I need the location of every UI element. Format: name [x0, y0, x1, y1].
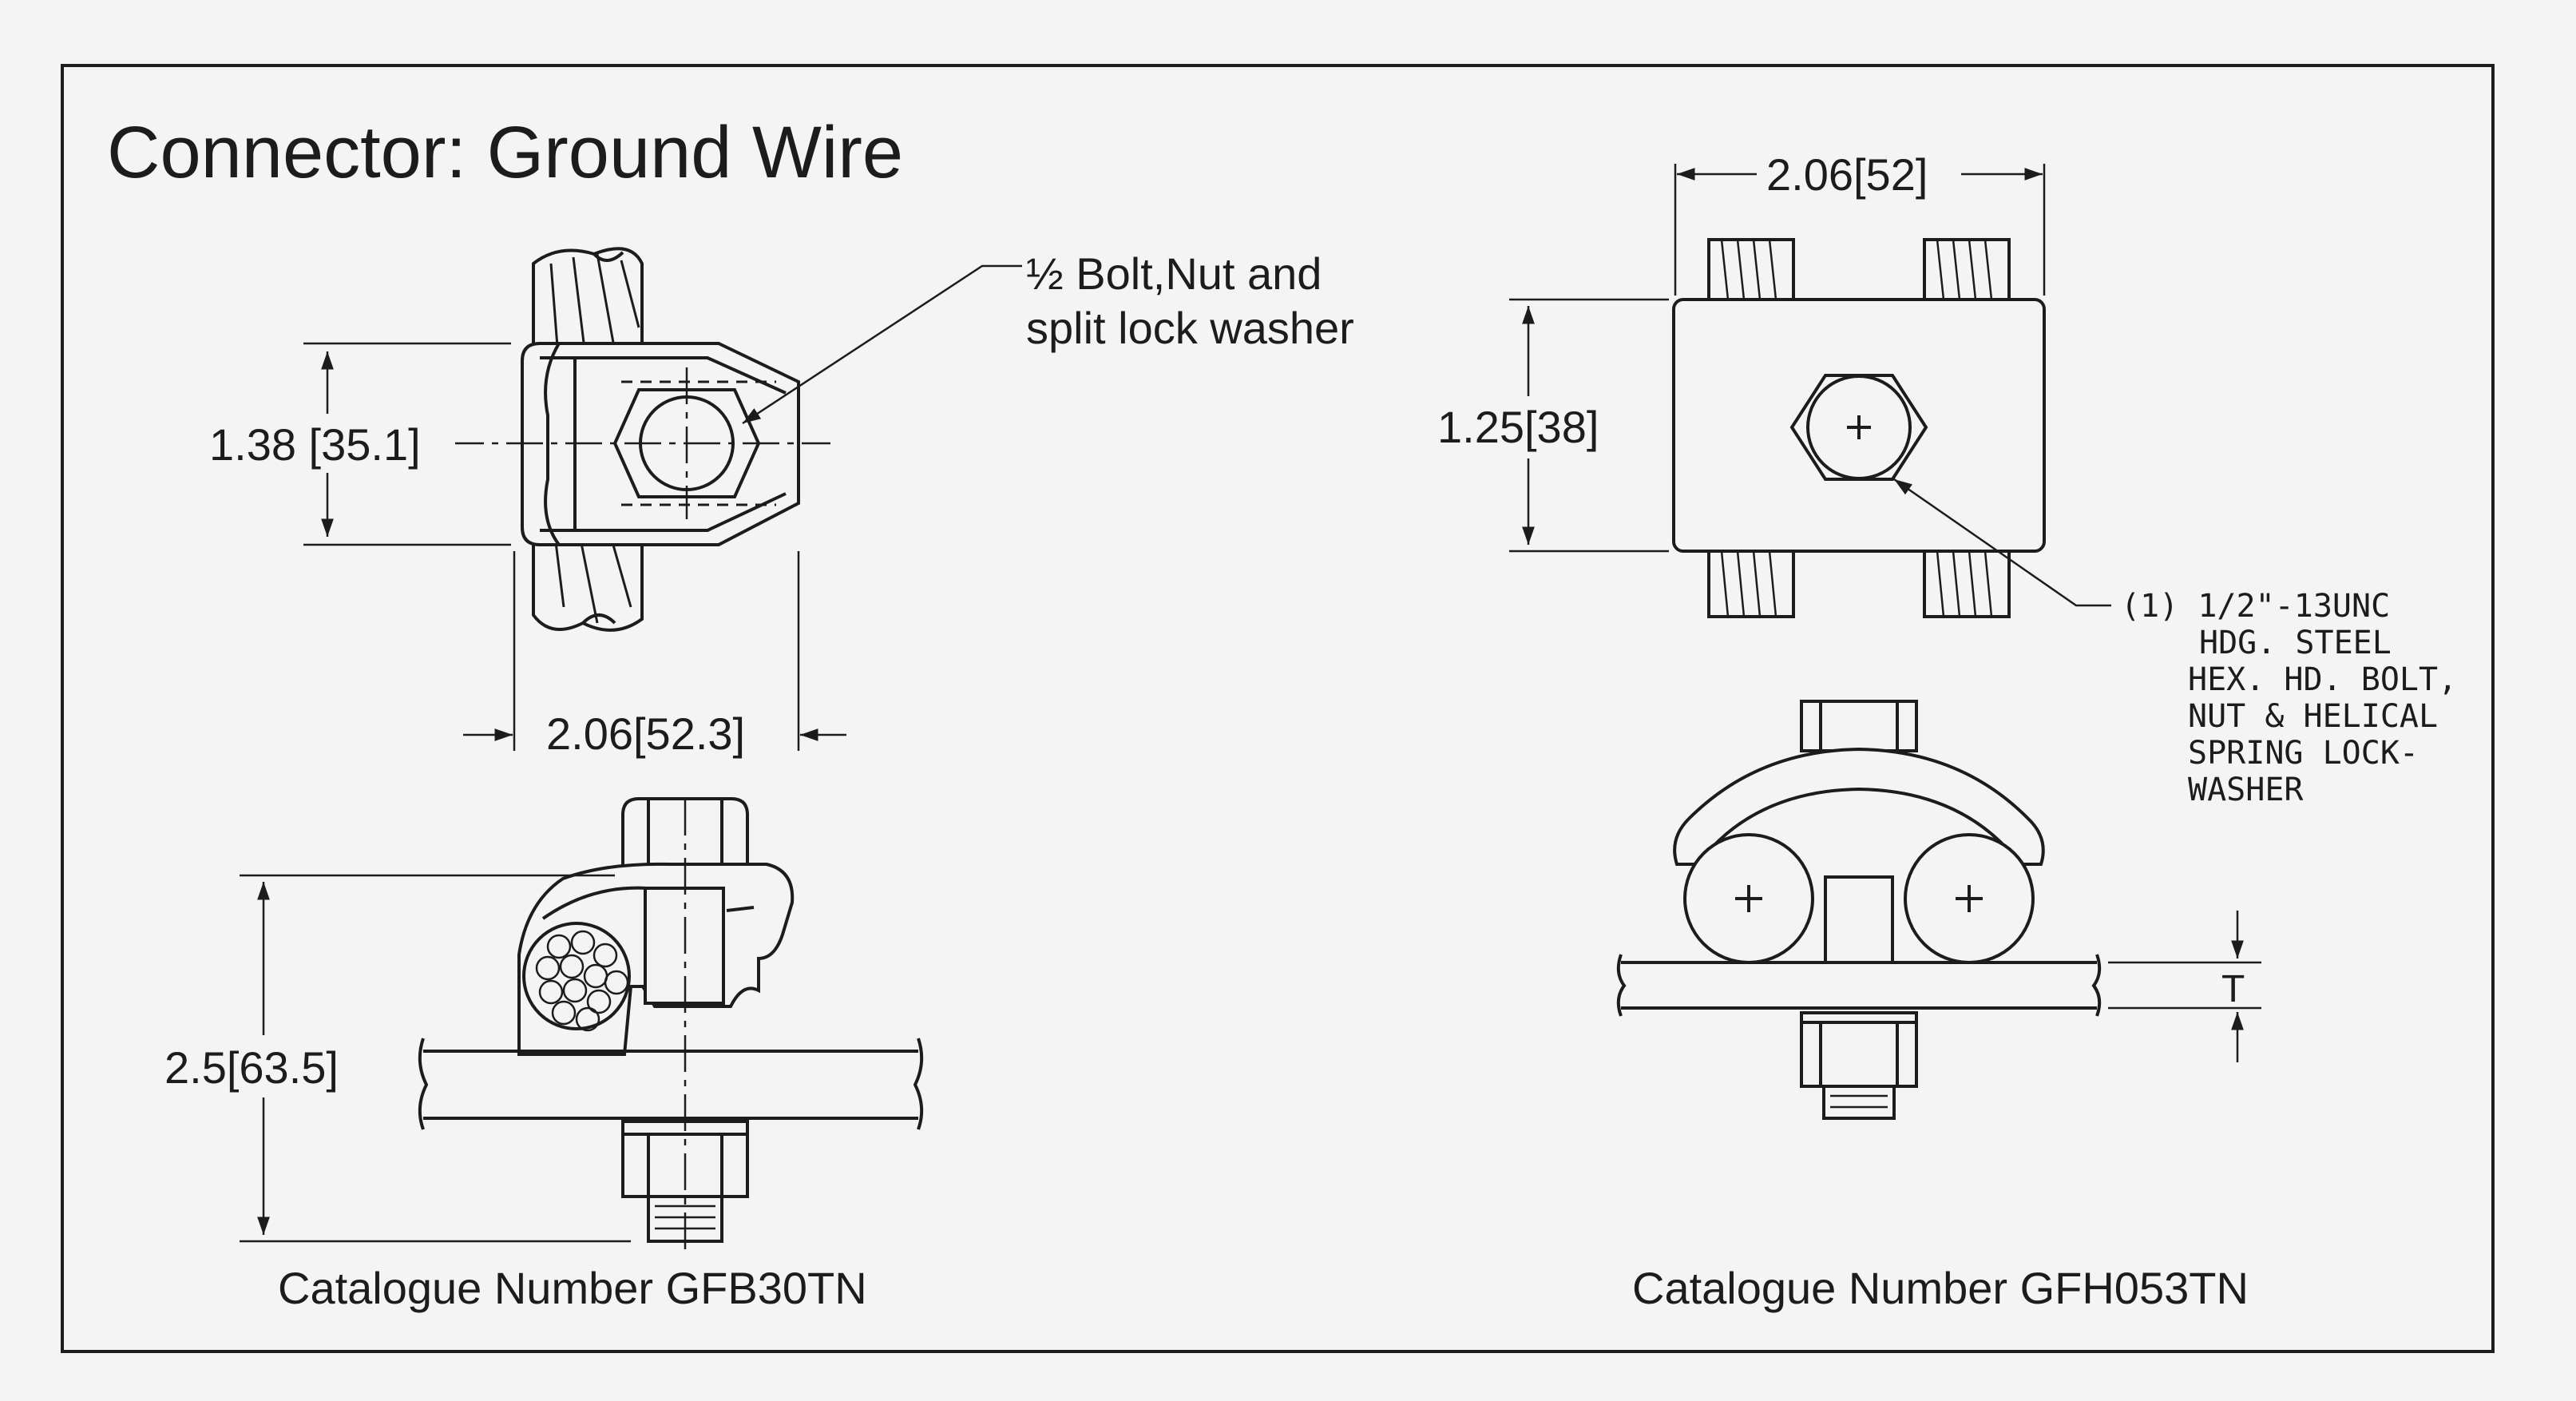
base-plate-left — [418, 1038, 924, 1130]
right-top-view: 2.06[52] 1.25[38] (1) 1/2"-13UNC HDG. ST… — [1429, 149, 2457, 808]
dim-width-left: 2.06[52.3] — [546, 708, 745, 759]
bolt-note-line1: ½ Bolt,Nut and — [1026, 248, 1322, 299]
stud-icons-top — [1707, 238, 2011, 618]
left-bottom-view: 2.5[63.5] Catalogue Number GFB30TN — [160, 797, 924, 1313]
bolt-spec-line4: NUT & HELICAL — [2188, 698, 2438, 735]
hex-bolt-icon — [1789, 374, 1928, 481]
catalogue-right: Catalogue Number GFH053TN — [1632, 1263, 2249, 1313]
right-bottom-view: T Catalogue Number GFH053TN — [1616, 700, 2261, 1313]
dim-height-right: 1.25[38] — [1437, 402, 1599, 452]
bolt-spec-line5: SPRING LOCK- — [2188, 735, 2419, 772]
thickness-mark: T — [2221, 968, 2245, 1010]
stranded-wire-icon — [522, 922, 631, 1032]
drawing-border — [61, 64, 2495, 1353]
bolt-spec-line3: HEX. HD. BOLT, — [2188, 661, 2457, 698]
dim-total-height-left: 2.5[63.5] — [164, 1042, 339, 1093]
dim-width-right: 2.06[52] — [1766, 149, 1928, 200]
bolt-spec-line6: WASHER — [2188, 772, 2304, 808]
drawing-title: Connector: Ground Wire — [107, 112, 903, 193]
bolt-note-line2: split lock washer — [1026, 303, 1354, 353]
base-plate-right — [1616, 954, 2102, 1017]
bottom-nut-right-icon — [1800, 1011, 1918, 1120]
bolt-head-right-icon — [1800, 700, 1918, 752]
catalogue-left: Catalogue Number GFB30TN — [278, 1263, 867, 1313]
bolt-spec-note: (1) 1/2"-13UNC HDG. STEEL HEX. HD. BOLT,… — [2121, 588, 2457, 808]
bolt-spec-line1: (1) 1/2"-13UNC — [2121, 588, 2390, 625]
wire-icons-right — [1683, 833, 2035, 964]
left-top-view: ½ Bolt,Nut and split lock washer 1.38 [3… — [200, 247, 1354, 759]
bolt-spec-line2: HDG. STEEL — [2199, 625, 2392, 661]
dim-height-left: 1.38 [35.1] — [209, 419, 421, 470]
